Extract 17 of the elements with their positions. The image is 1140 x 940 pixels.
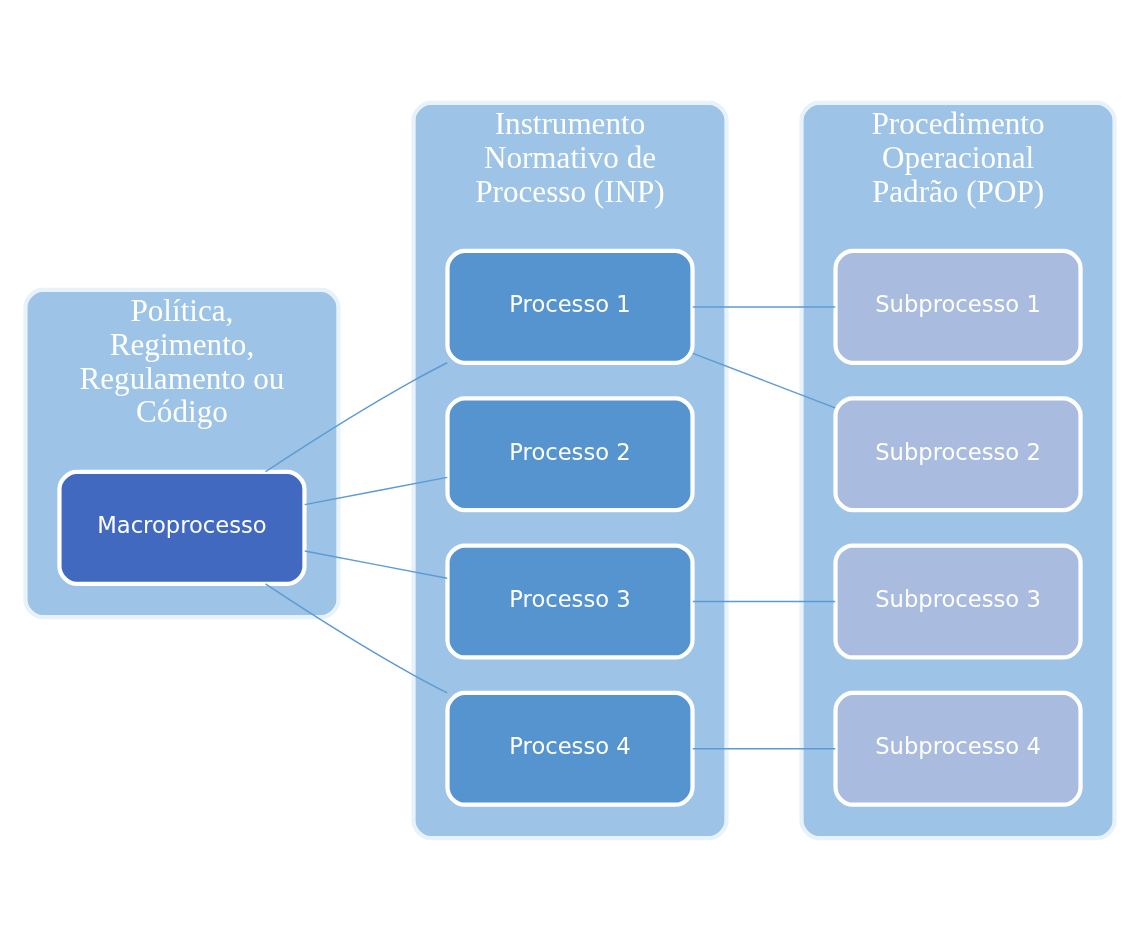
connector	[304, 549, 448, 579]
node-box: Processo 3	[445, 542, 695, 660]
node-box: Subprocesso 3	[833, 542, 1083, 660]
connector	[692, 352, 836, 408]
node-box: Macroprocesso	[57, 469, 307, 586]
node-box: Processo 1	[445, 248, 695, 365]
node-box: Subprocesso 2	[833, 395, 1083, 512]
connector	[304, 476, 448, 505]
connector	[692, 305, 836, 308]
connector	[692, 747, 836, 749]
connector	[692, 600, 836, 602]
node-box: Subprocesso 4	[833, 690, 1083, 807]
node-box: Processo 2	[445, 395, 695, 512]
connector	[264, 582, 448, 694]
connector	[264, 361, 448, 472]
node-box: Processo 4	[445, 690, 695, 807]
node-box: Subprocesso 1	[833, 248, 1083, 365]
